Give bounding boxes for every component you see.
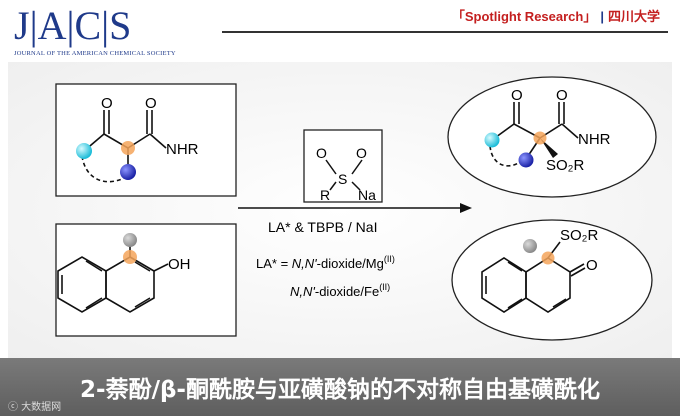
cyan-atom [76,143,92,159]
caption-bar: 2-萘酚/β-酮酰胺与亚磺酸钠的不对称自由基磺酰化 ⓒ 大数据网 [0,358,680,416]
reaction-arrow [238,203,472,213]
jacs-logo: J|A|C|S JOURNAL OF THE AMERICAN CHEMICAL… [14,4,214,60]
product-keto-amide: O O NHR SO₂R [447,76,657,198]
product1-so2r: SO₂R [546,157,584,174]
naphthol-c1-atom [123,250,137,264]
reaction-scheme: O O NHR OH O O S R [8,62,672,358]
sulfinate-reagent: O O S R Na [303,129,383,203]
alpha-carbon-atom [121,141,135,155]
product2-c1-atom [541,251,555,265]
product1-nhr: NHR [578,131,611,148]
gray-atom [123,233,137,247]
reagent-o-left: O [316,145,327,161]
arrow-label: LA* & TBPB / NaI [268,219,377,235]
watermark-text: ⓒ 大数据网 [8,402,62,413]
substrate1-ketone-o: O [101,95,113,112]
product2-o: O [586,257,598,274]
substrate1-amide-o: O [145,95,157,112]
reagent-o-right: O [356,145,367,161]
substrate-keto-amide: O O NHR [55,83,237,197]
blue-atom [120,164,136,180]
spotlight-label: 「Spotlight Research」 [451,9,597,24]
reagent-s: S [338,171,347,187]
product1-cyan-atom [484,132,500,148]
ligand-line-2: N,N'-dioxide/Fe(II) [290,282,390,299]
header-rule [222,31,668,33]
substrate2-oh: OH [168,256,191,273]
caption-text: 2-萘酚/β-酮酰胺与亚磺酸钠的不对称自由基磺酰化 [80,377,600,403]
header-separator: | [600,9,604,24]
ligand-line-1: LA* = N,N'-dioxide/Mg(II) [256,254,395,271]
substrate-naphthol: OH [55,223,237,337]
reagent-na: Na [358,187,376,203]
reagent-r: R [320,187,330,203]
product1-ketone-o: O [511,87,523,104]
product2-so2r: SO₂R [560,227,598,244]
page-header: J|A|C|S JOURNAL OF THE AMERICAN CHEMICAL… [0,0,680,62]
header-right: 「Spotlight Research」|四川大学 [452,6,660,25]
journal-name: JOURNAL OF THE AMERICAN CHEMICAL SOCIETY [14,50,176,57]
product2-gray-atom [523,239,537,253]
product-naphthalenone: SO₂R O [451,219,653,341]
product1-alpha-carbon [533,131,547,145]
product1-amide-o: O [556,87,568,104]
substrate1-nhr: NHR [166,141,199,158]
product1-blue-atom [518,152,534,168]
university-label: 四川大学 [607,9,660,24]
logo-letters: J|A|C|S [14,3,132,48]
